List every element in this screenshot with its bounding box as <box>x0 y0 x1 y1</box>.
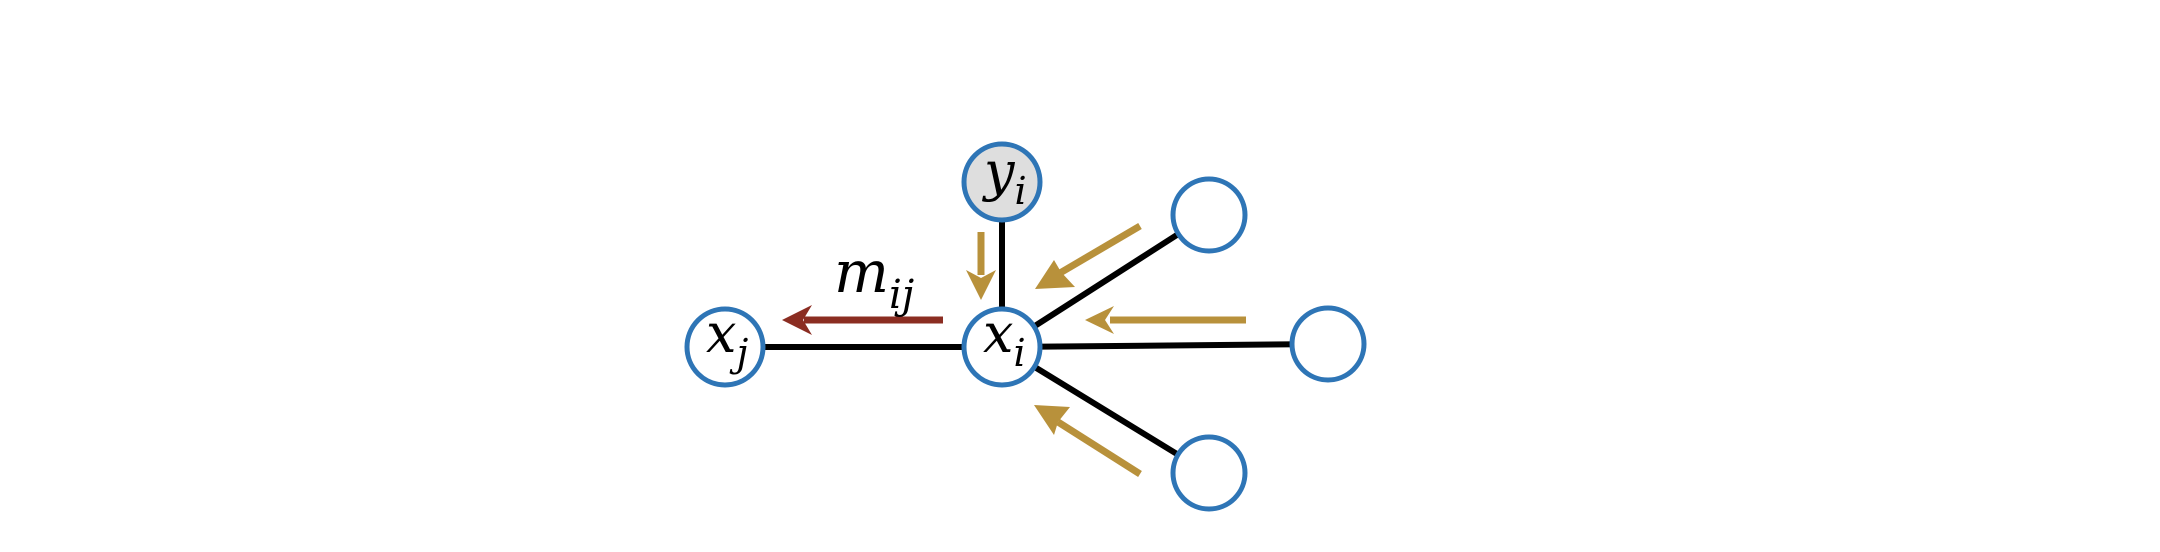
node-yi-subscript: i <box>1015 169 1027 213</box>
incoming-arrowhead-from-upper-right <box>1035 260 1075 289</box>
node-xi-label: xi <box>983 302 1026 375</box>
message-subscript: ij <box>889 272 914 318</box>
edge-xi-upper-right <box>999 212 1211 350</box>
incoming-arrowhead-from-right <box>1085 306 1114 334</box>
incoming-messages <box>966 222 1246 477</box>
message-symbol: m <box>834 238 889 306</box>
incoming-arrow-from-lower-right <box>1056 419 1142 477</box>
node-xj-symbol: x <box>706 302 736 365</box>
node-right <box>1289 305 1367 383</box>
outgoing-message: mij <box>782 238 943 335</box>
incoming-arrowhead-from-yi <box>966 270 996 300</box>
node-yi <box>961 141 1043 223</box>
node-lower-right <box>1170 434 1248 512</box>
node-upper-right <box>1170 176 1248 254</box>
incoming-arrowhead-from-lower-right <box>1034 405 1070 435</box>
edge-xi-right <box>999 341 1331 350</box>
node-xi-subscript: i <box>1013 331 1025 375</box>
nodes <box>684 141 1367 512</box>
incoming-arrow-from-upper-right <box>1058 222 1142 277</box>
node-yi-label: yi <box>982 140 1027 213</box>
outgoing-arrowhead <box>782 305 812 335</box>
node-xj-label: xj <box>706 302 748 375</box>
node-yi-symbol: y <box>982 140 1016 203</box>
node-xi <box>961 306 1043 388</box>
node-xi-symbol: x <box>983 302 1013 365</box>
message-label: mij <box>834 238 914 318</box>
node-xj <box>684 306 766 388</box>
